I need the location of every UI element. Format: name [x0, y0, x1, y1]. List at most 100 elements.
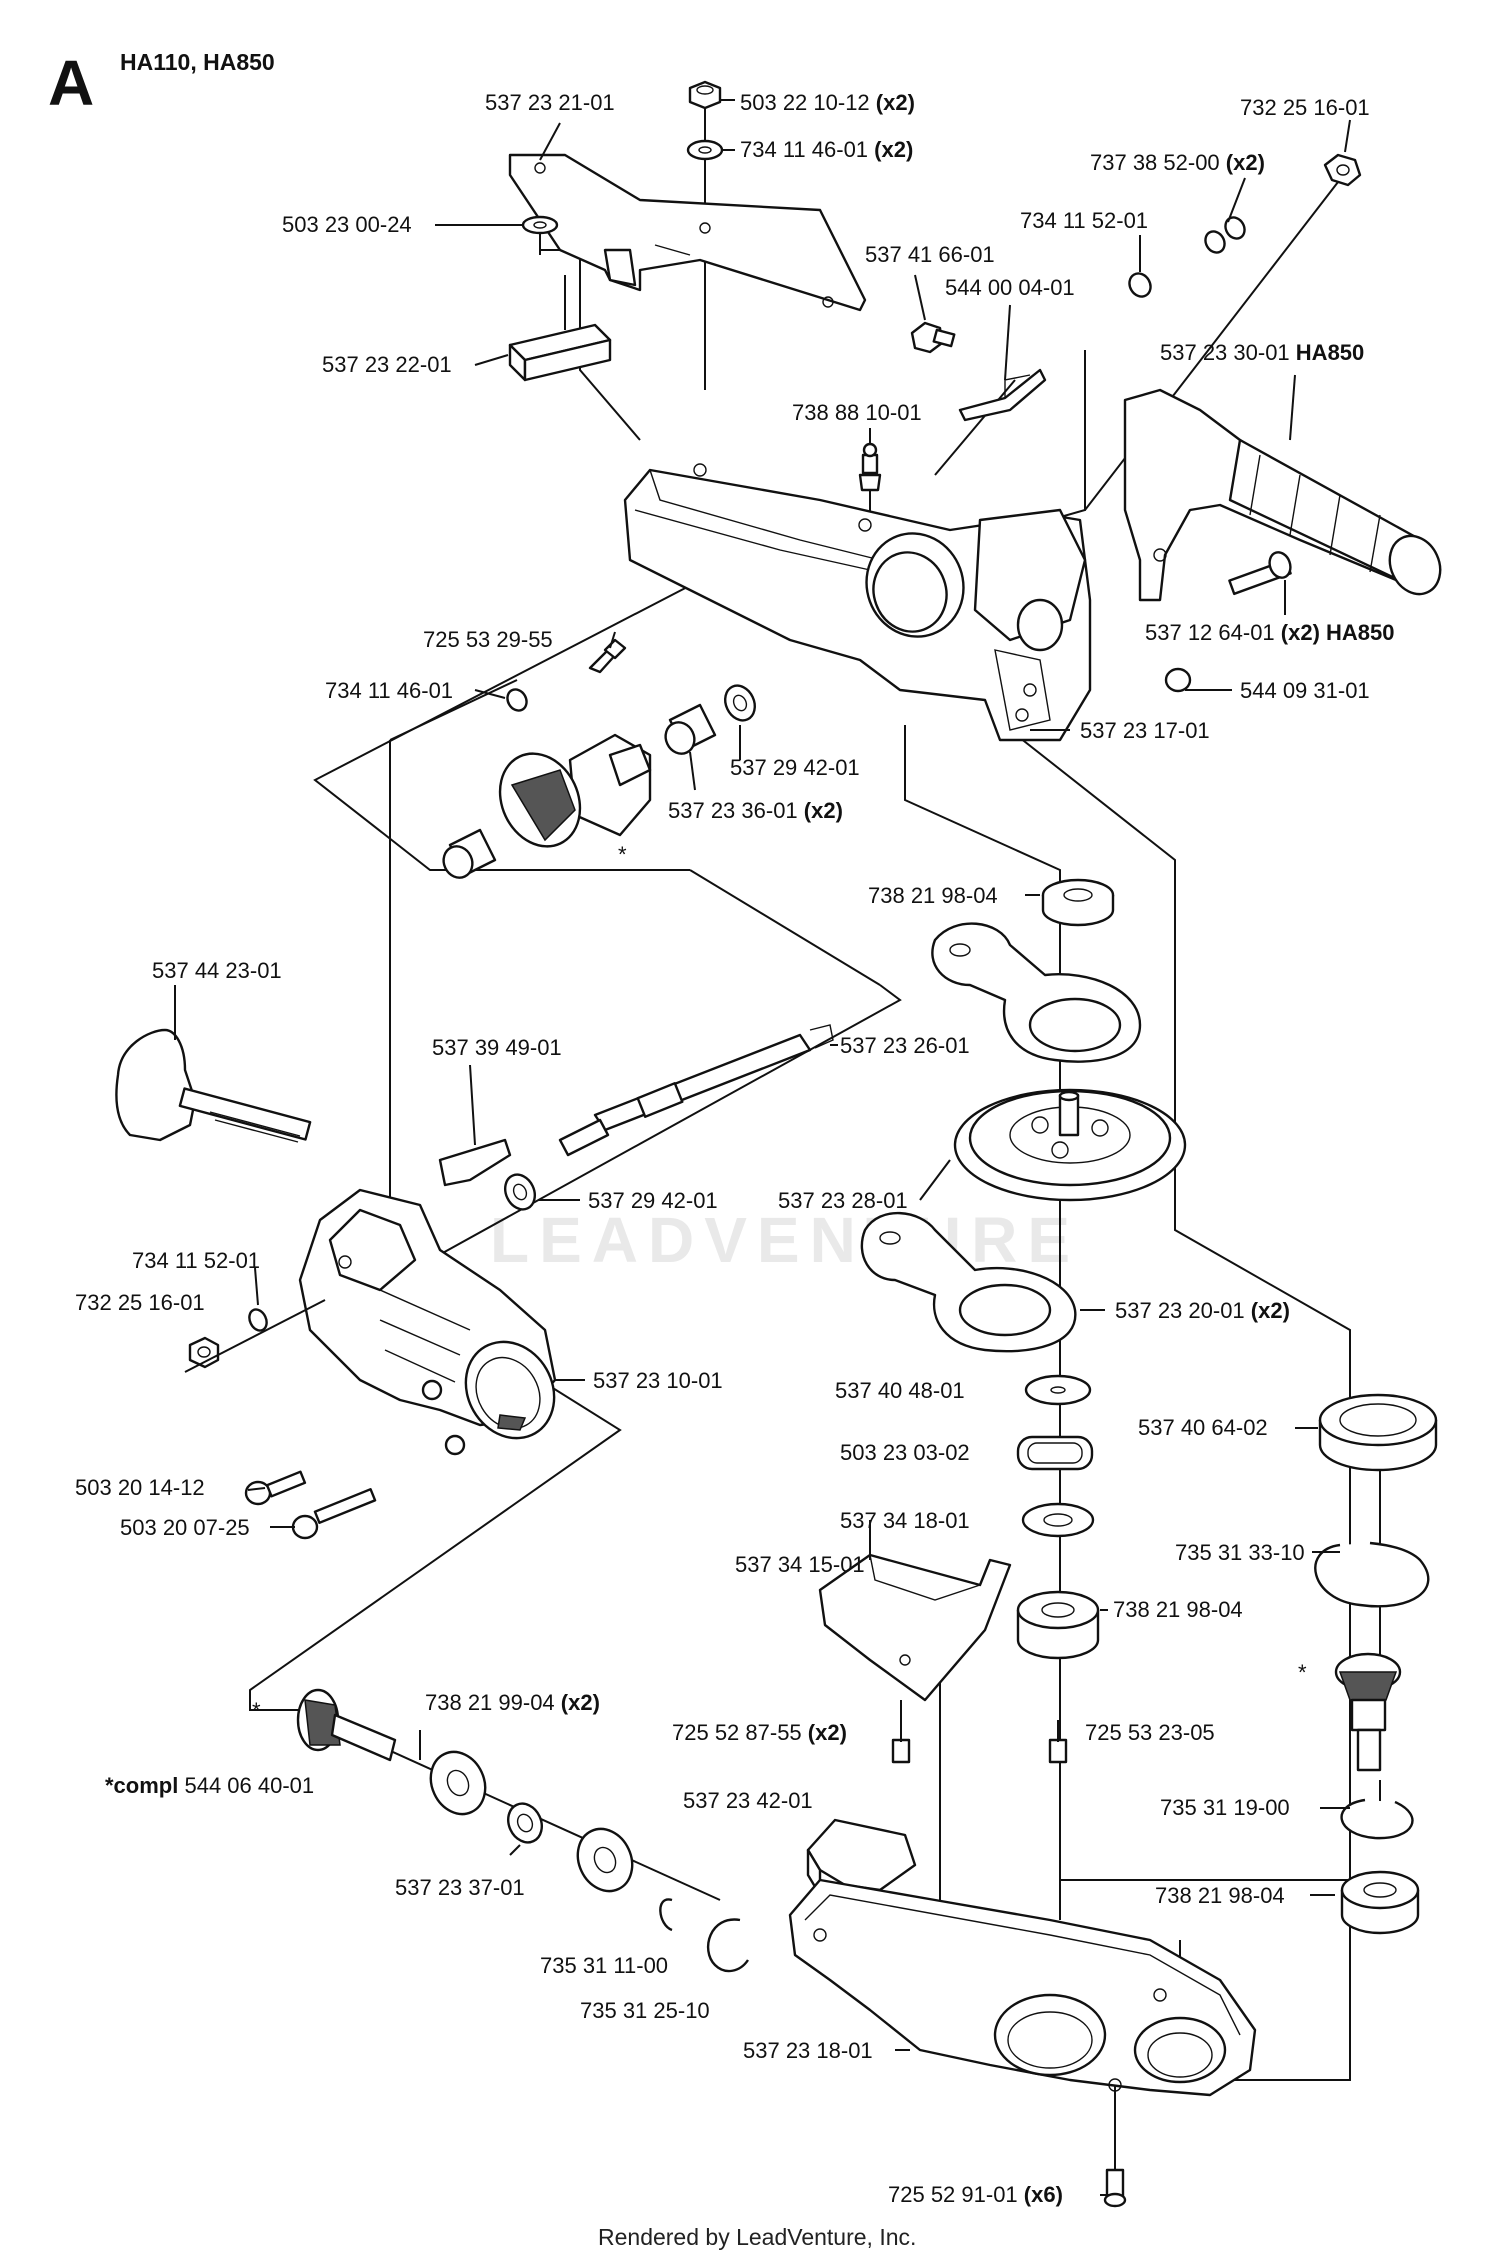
washer	[521, 215, 559, 255]
nut-503-22	[688, 80, 722, 110]
label-544-09-31-01: 544 09 31-01	[1240, 678, 1370, 703]
section-letter: A	[48, 47, 94, 119]
explode-line	[389, 679, 518, 741]
grease-nipple	[858, 442, 882, 492]
bushing-upper	[664, 703, 717, 755]
watermark: LEADVENTURE	[490, 1204, 1080, 1276]
explode-line	[313, 569, 721, 871]
washer-537-29-42-mid	[504, 1173, 536, 1211]
label-732-25-16-01: 732 25 16-01	[1240, 95, 1370, 120]
label-537-23-21-01: 537 23 21-01	[485, 90, 615, 115]
label-503-22-10-12: 503 22 10-12 (x2)	[740, 90, 915, 115]
label-738-21-98-04-right: 738 21 98-04	[1155, 1883, 1285, 1908]
label-738-88-10-01: 738 88 10-01	[792, 400, 922, 425]
label-537-23-30-01: 537 23 30-01 HA850	[1160, 340, 1364, 365]
label-725-53-29-55: 725 53 29-55	[423, 627, 553, 652]
label-537-44-23-01: 537 44 23-01	[152, 958, 282, 983]
asterisk-upper: *	[618, 842, 627, 867]
label-537-23-36-01: 537 23 36-01 (x2)	[668, 798, 843, 823]
bracket-plate-lower	[860, 1211, 1077, 1353]
tube-housing	[298, 1188, 557, 1456]
explode-line	[249, 1379, 622, 1711]
label-503-20-07-25: 503 20 07-25	[120, 1515, 250, 1540]
label-537-23-18-01: 537 23 18-01	[743, 2038, 873, 2063]
plug	[910, 321, 956, 354]
label-503-20-14-12: 503 20 14-12	[75, 1475, 205, 1500]
bearing-738-21-99-a	[429, 1750, 487, 1816]
labels: 537 23 21-01 503 22 10-12 (x2) 734 11 46…	[75, 90, 1395, 2207]
label-732-25-16-01-left: 732 25 16-01	[75, 1290, 205, 1315]
cap-544-09-31	[1164, 667, 1192, 693]
label-537-39-49-01: 537 39 49-01	[432, 1035, 562, 1060]
label-537-40-48-01: 537 40 48-01	[835, 1378, 965, 1403]
bevel-gear-upper	[498, 733, 652, 848]
explode-line	[1049, 350, 1086, 521]
label-735-31-11-00: 735 31 11-00	[540, 1953, 668, 1978]
label-537-29-42-01: 537 29 42-01	[730, 755, 860, 780]
label-537-23-28-01: 537 23 28-01	[778, 1188, 908, 1213]
washer-734-11-52	[1128, 272, 1152, 298]
label-503-23-00-24: 503 23 00-24	[282, 212, 412, 237]
label-734-11-52-01-left: 734 11 52-01	[132, 1248, 260, 1273]
screw-725-52-91	[1103, 2168, 1127, 2208]
spur-gear	[953, 1088, 1187, 1202]
bottom-cover	[788, 1878, 1257, 2097]
circlip-735-31-25	[706, 1918, 749, 1973]
label-735-31-25-10: 735 31 25-10	[580, 1998, 710, 2023]
bevel-gear-right	[1334, 1652, 1402, 1772]
label-735-31-33-10: 735 31 33-10	[1175, 1540, 1305, 1565]
bearing-738-21-99-b	[576, 1827, 634, 1893]
bearing-738-21-98-top	[1041, 878, 1115, 927]
top-bracket	[508, 153, 867, 312]
asterisk-right: *	[1298, 1660, 1307, 1685]
drive-shaft	[558, 1024, 834, 1157]
bearing-537-40-64	[1318, 1393, 1438, 1472]
screw-503-20-07	[291, 1487, 377, 1540]
washer-537-40-48	[1024, 1374, 1092, 1406]
label-537-23-17-01: 537 23 17-01	[1080, 718, 1210, 743]
label-537-29-42-01-mid: 537 29 42-01	[588, 1188, 718, 1213]
label-537-40-64-02: 537 40 64-02	[1138, 1415, 1268, 1440]
main-housing	[623, 463, 1092, 742]
guard-plate	[818, 1553, 1012, 1702]
label-537-23-20-01: 537 23 20-01 (x2)	[1115, 1298, 1290, 1323]
bracket-plate-upper	[931, 922, 1142, 1063]
washers-737-38-52	[1204, 216, 1246, 254]
label-734-11-52-01: 734 11 52-01	[1020, 208, 1148, 233]
circlip-735-31-33	[1314, 1541, 1430, 1608]
label-537-34-15-01: 537 34 15-01	[735, 1552, 865, 1577]
screw-725-52-87	[891, 1700, 911, 1764]
bearing-738-21-98-right	[1340, 1870, 1420, 1935]
label-compl-544-06-40-01: *compl 544 06 40-01	[105, 1773, 314, 1798]
models-title: HA110, HA850	[120, 49, 275, 75]
explode-line	[184, 1299, 326, 1373]
circlip-735-31-11	[659, 1898, 673, 1932]
explode-line	[689, 869, 881, 986]
oring-503-23-03	[1016, 1435, 1094, 1471]
circlip-735-31-19	[1340, 1798, 1414, 1840]
label-734-11-46-01: 734 11 46-01 (x2)	[740, 137, 913, 162]
explode-line	[1009, 729, 1351, 1900]
bushing-lower	[442, 828, 497, 879]
asterisk-lower: *	[252, 1698, 261, 1723]
seal-537-34-18	[1021, 1502, 1095, 1538]
bushing-537-23-37	[507, 1802, 543, 1844]
key-537-39-49	[438, 1138, 512, 1187]
label-725-52-87-55: 725 52 87-55 (x2)	[672, 1720, 847, 1745]
label-738-21-98-04-mid: 738 21 98-04	[1113, 1597, 1243, 1622]
label-537-23-42-01: 537 23 42-01	[683, 1788, 813, 1813]
label-725-52-91-01: 725 52 91-01 (x6)	[888, 2182, 1063, 2207]
parts	[115, 80, 1442, 2208]
block-537-23-42	[806, 1818, 917, 1897]
label-544-00-04-01: 544 00 04-01	[945, 275, 1075, 300]
footer-credit: Rendered by LeadVenture, Inc.	[598, 2224, 916, 2250]
side-handle	[1123, 388, 1442, 602]
screw-725-53-29	[588, 638, 627, 674]
label-503-23-03-02: 503 23 03-02	[840, 1440, 970, 1465]
knob	[115, 1028, 312, 1143]
leader-lines	[174, 99, 1351, 2196]
washer-734-11-46-left	[506, 688, 528, 712]
explode-line	[429, 984, 902, 1261]
washer-734-11-46	[686, 139, 724, 161]
